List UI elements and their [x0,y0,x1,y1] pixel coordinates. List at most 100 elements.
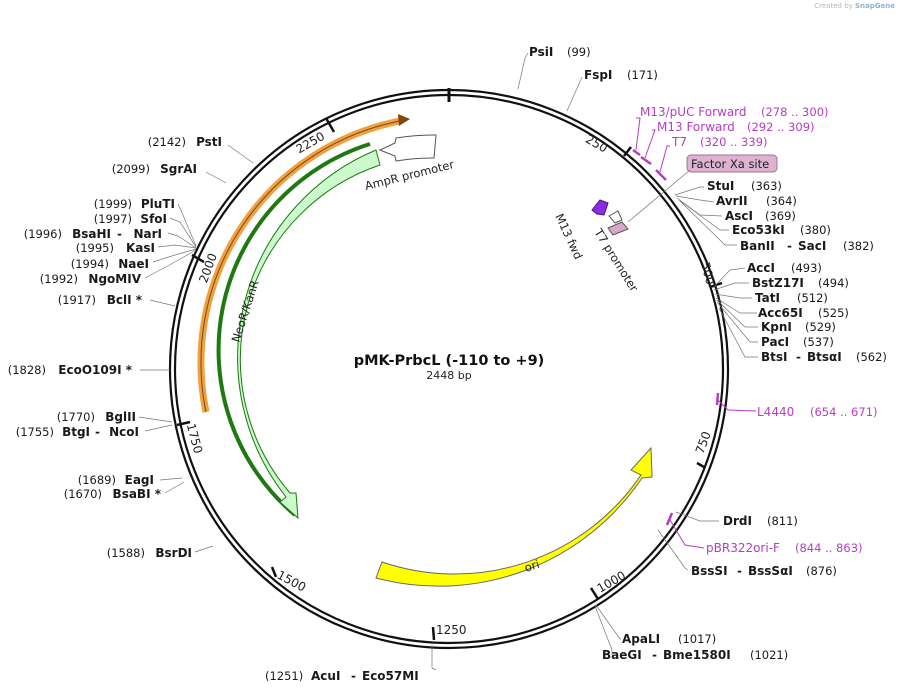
site-label: BsaHI [72,227,111,241]
ampr-promoter-feature [378,134,437,162]
site-position: (493) [791,261,822,275]
primer-mark [655,169,667,181]
site-label: BstZ17I [752,276,804,290]
factor-xa-box [686,154,778,173]
site-separator: - [737,564,742,578]
site-position: (1999) [94,197,132,211]
orange-feature-arrowhead [398,114,410,126]
factor-xa-feature [607,221,629,236]
site-position: (494) [818,276,849,290]
site-position: (382) [843,239,874,253]
site-label: SfoI [140,212,167,226]
site-label: AccI [747,261,775,275]
site-position: (1021) [750,648,788,662]
primer-label: T7 [671,135,687,149]
primer-mark [632,148,641,157]
green-feature-arc [216,142,371,517]
site-label: Acc65I [758,306,803,320]
site-label: NcoI [109,425,139,439]
site-position: (369) [765,209,796,223]
site-separator: - [652,648,657,662]
site-label: Eco53kI [732,223,785,237]
site-label: KpnI [761,320,792,334]
site-label: AvrII [716,194,748,208]
factor-xa-label: Factor Xa site [691,157,769,171]
site-label: BssSI [691,564,728,578]
site-position: (2142) [148,135,186,149]
site-label: PsiI [529,45,553,59]
site-position: (1770) [57,410,95,424]
site-position: (1017) [678,632,716,646]
site-label: BanII [740,239,775,253]
tick-label: 500 [698,261,717,287]
snapgene-logo: SnapGene [855,2,895,10]
primer-position: (654 .. 671) [810,405,878,419]
site-position: (1917) [58,293,96,307]
site-position: (1755) [16,425,54,439]
neo-kan-feature [237,149,381,520]
site-position: (512) [797,291,828,305]
site-label: NgoMIV [88,272,141,286]
site-label: PluTI [141,197,175,211]
site-position: (1996) [24,227,62,241]
site-label: EagI [125,473,154,487]
site-position: (537) [803,335,834,349]
site-position: (1251) [265,669,303,683]
site-position: (380) [800,223,831,237]
neo-kan-label: NeoR/KanR [229,278,262,343]
site-position: (1670) [64,487,102,501]
t7-promoter-feature [608,210,623,224]
site-position: (562) [856,350,887,364]
site-label: SacI [798,239,826,253]
tick-label: 250 [583,132,610,156]
site-separator: - [787,239,792,253]
primer-label: pBR322ori-F [706,541,780,555]
primer-position: (844 .. 863) [795,541,863,555]
ori-feature [375,446,653,587]
site-position: (364) [766,194,797,208]
site-label: PacI [761,335,789,349]
primer-label: L4440 [757,405,794,419]
site-separator: - [95,425,100,439]
site-label: NaeI [118,257,149,271]
site-leader-lines-right [431,52,758,671]
site-position: (525) [818,306,849,320]
site-label: KasI [126,241,155,255]
site-label: BsaBI * [113,487,162,501]
site-label: ApaLI [622,632,660,646]
site-position: (1689) [78,473,116,487]
site-label: BclI * [107,293,143,307]
site-label: DrdI [723,514,752,528]
site-position: (171) [627,68,658,82]
site-position: (1997) [94,212,132,226]
primer-position: (320 .. 339) [700,135,768,149]
site-label: BtsI [761,350,788,364]
primer-position: (278 .. 300) [761,105,829,119]
site-label: NarI [133,227,162,241]
site-label: Eco57MI [362,669,419,683]
site-position: (811) [767,514,798,528]
site-label: SgrAI [160,162,197,176]
site-position: (1992) [40,272,78,286]
primer-mark [665,512,674,526]
snapgene-credit: Created by SnapGene [814,2,895,10]
site-separator: - [796,350,801,364]
site-label: AscI [725,209,753,223]
site-label: PstI [196,135,222,149]
m13-fwd-feature [591,199,609,216]
site-label: BtsαI [807,350,842,364]
site-label: TatI [755,291,780,305]
site-position: (1994) [71,257,109,271]
tick-marks [176,117,723,641]
primer-position: (292 .. 309) [747,120,815,134]
site-label: BglII [105,410,136,424]
site-position: (529) [805,320,836,334]
site-leader-lines-left [138,144,254,553]
m13-fwd-label: M13 fwd [552,211,585,261]
ori-label: ori [523,557,542,575]
site-label: BssSαI [748,564,793,578]
tick-labels: 250 500 750 1000 1250 1500 1750 2000 225… [184,129,718,637]
site-label: FspI [584,68,612,82]
site-position: (2099) [112,162,150,176]
